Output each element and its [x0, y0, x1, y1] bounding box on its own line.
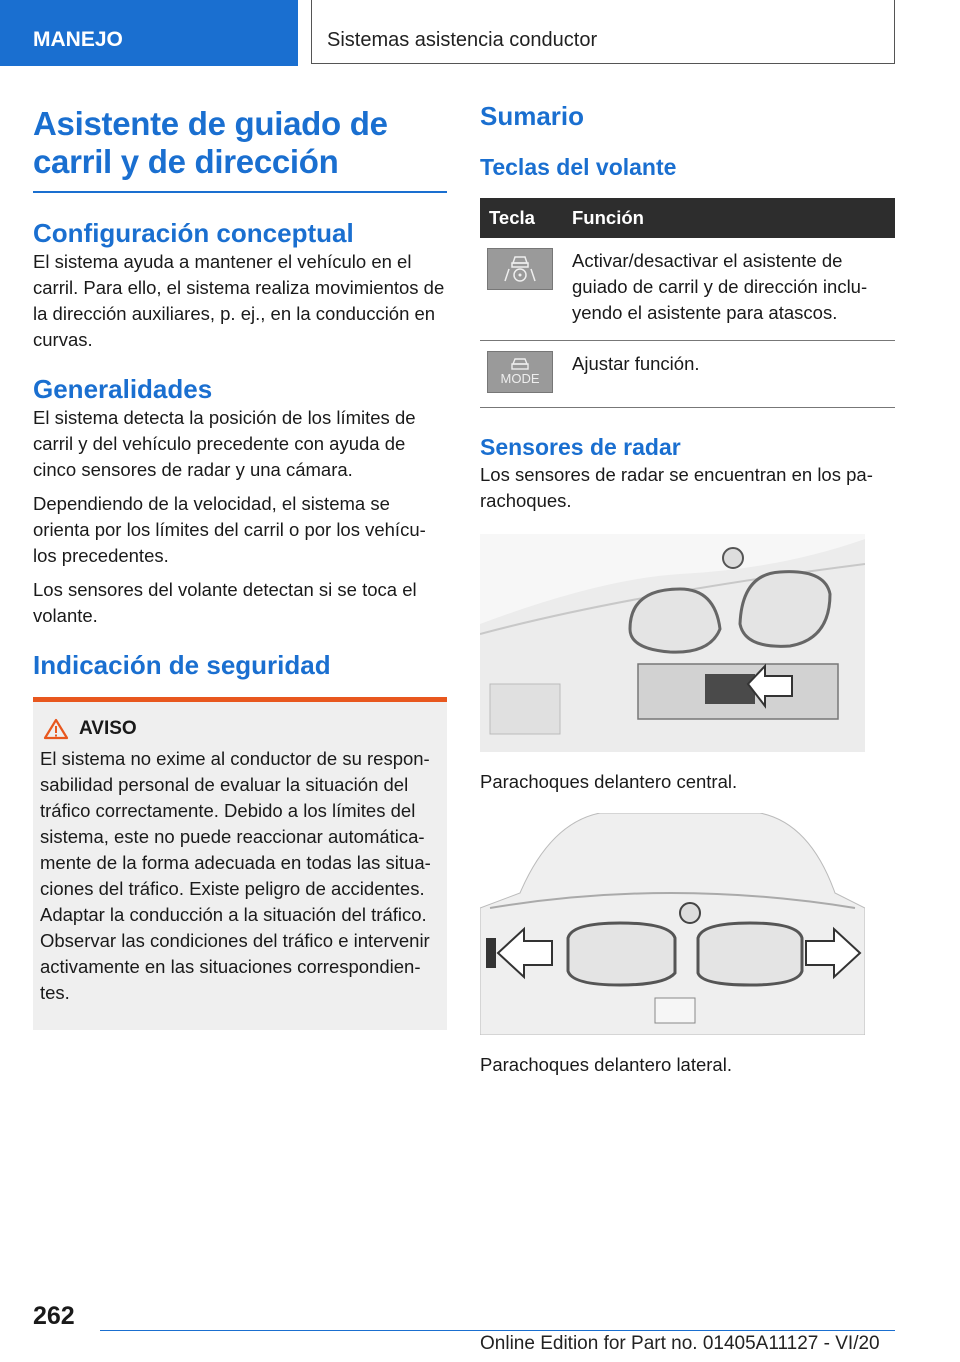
keys-heading: Teclas del volante	[480, 154, 677, 180]
function-text: Activar/desactivar el asistente de guiad…	[559, 238, 895, 341]
column-header-function: Función	[559, 198, 895, 238]
chapter-label: Sistemas asistencia conductor	[327, 29, 598, 51]
warning-box: AVISO El sistema no exime al conductor d…	[33, 697, 447, 1030]
table-row: MODE Ajustar función.	[480, 340, 895, 408]
section-tab: MANEJO	[0, 0, 298, 66]
concept-heading: Configuración conceptual	[33, 218, 354, 248]
title-divider	[33, 191, 447, 193]
warning-text: El sistema no exime al conductor de su r…	[40, 748, 431, 1003]
column-header-key: Tecla	[480, 198, 559, 238]
warning-title: AVISO	[79, 718, 137, 739]
mode-key-icon: MODE	[487, 351, 553, 393]
table-row: Activar/desactivar el asistente de guiad…	[480, 238, 895, 341]
figure-1-caption: Parachoques delantero central.	[480, 771, 738, 792]
car-front-center-illustration	[479, 534, 866, 752]
mode-key-label: MODE	[500, 371, 540, 386]
function-text: Ajustar función.	[559, 340, 895, 408]
page-title: Asistente de guiado de carril y de direc…	[33, 105, 388, 180]
general-paragraph-1: El sistema detecta la posición de los lí…	[33, 407, 416, 480]
edition-text: Online Edition for Part no. 01405A11127 …	[480, 1333, 880, 1354]
keys-table-header: Tecla Función	[480, 198, 895, 238]
warning-triangle-icon	[43, 718, 69, 740]
concept-text: El sistema ayuda a mantener el vehículo …	[33, 251, 445, 350]
safety-heading: Indicación de seguridad	[33, 650, 331, 680]
chapter-header: Sistemas asistencia conductor	[311, 0, 895, 64]
general-heading: Generalidades	[33, 374, 213, 404]
page-number: 262	[33, 1302, 75, 1330]
radar-heading: Sensores de radar	[480, 434, 681, 460]
car-front-side-illustration	[479, 812, 885, 1036]
lane-assist-key-icon	[487, 248, 553, 290]
left-column: Asistente de guiado de carril y de direc…	[33, 105, 447, 1030]
right-column: Sumario Teclas del volante Tecla Función	[479, 100, 895, 1076]
general-paragraph-2: Dependiendo de la velocidad, el sistema …	[33, 493, 426, 566]
summary-heading: Sumario	[480, 101, 585, 131]
warning-title-row: AVISO	[40, 718, 440, 740]
keys-table: Tecla Función	[480, 198, 895, 408]
section-label: MANEJO	[33, 28, 123, 51]
front-bumper-side-image	[479, 812, 895, 1040]
front-bumper-center-image	[479, 534, 895, 757]
car-outline-icon	[511, 358, 529, 370]
footer-divider	[100, 1330, 895, 1331]
general-paragraph-3: Los sensores del volante detectan si se …	[33, 579, 417, 626]
steering-lane-icon	[504, 256, 536, 282]
radar-text: Los sensores de radar se encuentran en l…	[480, 464, 873, 511]
figure-2-caption: Parachoques delantero lateral.	[480, 1054, 732, 1075]
